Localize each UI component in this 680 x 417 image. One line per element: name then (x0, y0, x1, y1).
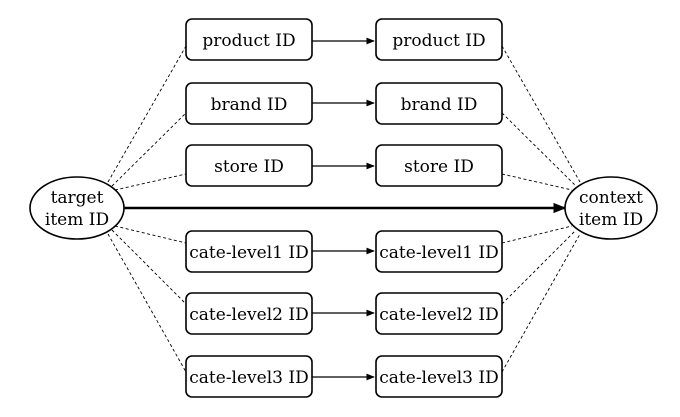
left-box-label: store ID (214, 157, 284, 177)
dash-target-row5 (111, 229, 187, 305)
right-box-label: cate-level3 ID (379, 368, 498, 388)
left-box-store-id: store ID (185, 144, 313, 187)
dash-target-row6 (107, 233, 187, 373)
right-box-store-id: store ID (375, 144, 503, 187)
dash-context-row2 (501, 112, 577, 187)
context-dashed-links (501, 45, 581, 373)
right-box-cate-level1-id: cate-level1 ID (375, 230, 503, 273)
target-dashed-links (107, 45, 187, 373)
left-box-label: product ID (202, 31, 295, 51)
dash-context-row3 (501, 173, 573, 191)
context-item-node: context item ID (564, 176, 658, 240)
right-box-cate-level3-id: cate-level3 ID (375, 355, 503, 398)
right-column: product ID brand ID store ID cate-level1… (375, 18, 503, 398)
left-box-label: cate-level3 ID (189, 368, 308, 388)
right-box-label: brand ID (401, 95, 478, 115)
right-box-product-id: product ID (375, 18, 503, 61)
row-arrows (312, 37, 375, 381)
dash-target-row2 (111, 112, 187, 187)
left-column: product ID brand ID store ID cate-level1… (185, 18, 313, 398)
dash-context-row4 (501, 225, 573, 244)
left-box-label: cate-level1 ID (189, 243, 308, 263)
dash-context-row6 (501, 233, 581, 373)
context-label-line1: context (579, 188, 643, 208)
right-box-brand-id: brand ID (375, 82, 503, 125)
left-box-label: brand ID (211, 95, 288, 115)
left-box-cate-level3-id: cate-level3 ID (185, 355, 313, 398)
target-item-node: target item ID (29, 176, 125, 240)
dash-target-row3 (114, 173, 187, 191)
left-box-product-id: product ID (185, 18, 313, 61)
target-label-line1: target (51, 188, 104, 208)
dash-context-row5 (501, 229, 577, 305)
left-box-cate-level1-id: cate-level1 ID (185, 230, 313, 273)
left-box-label: cate-level2 ID (189, 305, 308, 325)
right-box-label: cate-level1 ID (379, 243, 498, 263)
context-label-line2: item ID (579, 210, 643, 230)
right-box-cate-level2-id: cate-level2 ID (375, 292, 503, 335)
right-box-label: store ID (404, 157, 474, 177)
target-label-line2: item ID (45, 210, 109, 230)
left-box-cate-level2-id: cate-level2 ID (185, 292, 313, 335)
left-box-brand-id: brand ID (185, 82, 313, 125)
right-box-label: product ID (392, 31, 485, 51)
dash-target-row1 (107, 45, 187, 183)
right-box-label: cate-level2 ID (379, 305, 498, 325)
dash-context-row1 (501, 45, 581, 183)
dash-target-row4 (114, 225, 187, 244)
